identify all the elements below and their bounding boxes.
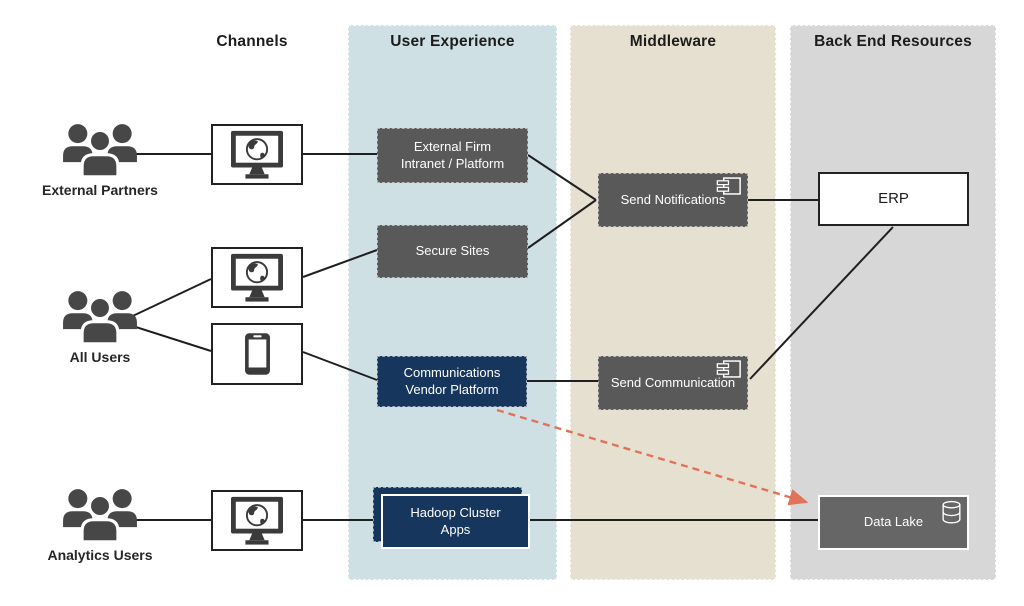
channel-mobile-phone [211,323,303,385]
actor-label: Analytics Users [47,547,153,563]
node-send-communication: Send Communication [598,356,748,410]
component-icon [716,360,741,378]
actor-label: All Users [69,349,131,365]
node-label-line: Hadoop Cluster [410,504,501,520]
node-erp: ERP [818,172,969,226]
node-label-line: Send Communication [610,374,736,390]
node-secure-sites: Secure Sites [377,225,528,278]
actor-label: External Partners [42,182,158,198]
database-icon [942,500,961,524]
node-send-notifications: Send Notifications [598,173,748,227]
node-label-line: Send Notifications [620,191,726,207]
node-external-firm-intranet-platform: External Firm Intranet / Platform [377,128,528,183]
actor-analytics-users: Analytics Users [30,487,170,563]
dashed-data-flow-arrow [496,408,809,506]
channel-web-browser-external [211,124,303,185]
monitor-globe-icon [231,253,283,302]
lane-header-user-experience: User Experience [390,33,515,50]
component-icon [716,177,741,195]
users-icon [63,291,137,346]
lane-header-channels: Channels [216,33,288,50]
monitor-globe-icon [231,496,283,545]
node-data-lake: Data Lake [818,495,969,550]
users-icon [63,489,137,544]
node-label-line: ERP [878,190,909,208]
lane-backend-resources [790,25,996,580]
node-label-line: Vendor Platform [405,381,499,397]
node-communications-vendor-platform: Communications Vendor Platform [377,356,527,407]
node-label-line: Intranet / Platform [400,155,505,171]
actor-external-partners: External Partners [30,122,170,198]
node-label-line: Secure Sites [415,243,490,259]
channel-web-browser-analytics [211,490,303,551]
node-label-line: Communications [403,364,501,380]
channel-web-browser-all-users [211,247,303,308]
smartphone-icon [244,333,270,375]
node-label-line: Data Lake [863,514,924,530]
lane-header-backend-resources: Back End Resources [814,33,972,50]
actor-all-users: All Users [30,289,170,365]
monitor-globe-icon [231,130,283,179]
lane-header-middleware: Middleware [629,33,717,50]
node-label-line: External Firm [413,138,492,154]
node-label-line: Apps [440,521,471,537]
users-icon [63,124,137,179]
lane-middleware [570,25,776,580]
node-hadoop-cluster-apps: Hadoop Cluster Apps [381,494,530,549]
